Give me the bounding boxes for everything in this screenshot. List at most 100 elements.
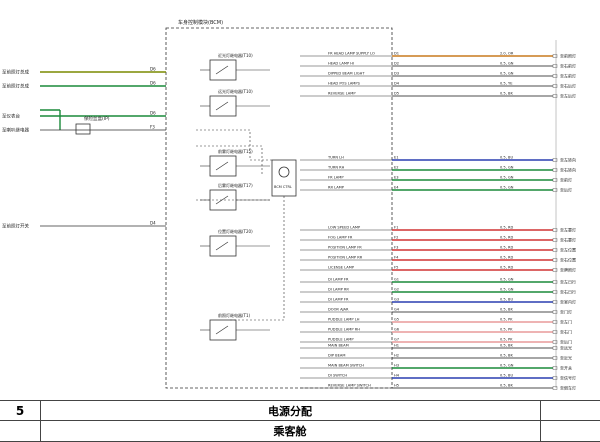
signal-wire: 0.5, GN xyxy=(500,72,514,76)
signal-dest: 至右位置 xyxy=(560,257,576,263)
signal-wire: 0.5, BK xyxy=(500,92,513,96)
signal-pin: E1 xyxy=(394,156,399,160)
signal-pin: F5 xyxy=(394,266,398,270)
signal-pin: F4 xyxy=(394,256,399,260)
signal-pin: D1 xyxy=(394,52,399,56)
signal-name: LOW SPEED LAMP xyxy=(328,226,361,230)
signal-wire: 0.5, GN xyxy=(500,288,514,292)
signal-pin: G4 xyxy=(394,308,400,312)
signal-pin: G3 xyxy=(394,298,399,302)
signal-wire: 0.5, BU xyxy=(500,156,513,160)
signal-pin: H5 xyxy=(394,384,399,388)
signal-name: DOOR AJAR xyxy=(328,308,349,312)
left-item-label: 至前照灯总成 xyxy=(2,69,29,76)
signal-pin: E3 xyxy=(394,176,399,180)
center-controller: BCM CTRL xyxy=(271,159,297,197)
signal-wire: 0.5, RD xyxy=(500,256,513,260)
relay-label: 位置灯继电器(T20) xyxy=(218,228,253,234)
signal-pin: D5 xyxy=(394,92,399,96)
internal-bus xyxy=(196,129,285,321)
signal-wire: 0.5, GN xyxy=(500,186,514,190)
signal-pin: F2 xyxy=(394,236,398,240)
signal-name: DIPPED BEAM LIGHT xyxy=(328,72,365,76)
left-item-label: 至前照灯开关 xyxy=(2,223,29,230)
signal-row: RR LAMP E4 0.5, GN 至后灯 xyxy=(300,186,572,193)
signal-dest: 至信号灯 xyxy=(560,375,576,381)
signal-wire: 0.5, BU xyxy=(500,298,513,302)
page-number: 5 xyxy=(0,401,41,421)
signal-name: POSITION LAMP FR xyxy=(328,246,362,250)
signal-dest: 至后灯 xyxy=(560,187,572,193)
center-label: BCM CTRL xyxy=(274,185,292,189)
relay-label: 前雾灯继电器(T15) xyxy=(218,148,253,154)
left-item-label: 至仪表台 xyxy=(2,113,20,120)
signal-name: REVERSE LAMP SWITCH xyxy=(328,384,371,388)
signal-dest: 至室内灯 xyxy=(560,299,576,305)
relay-label: 远光灯继电器(T10) xyxy=(218,88,253,94)
signal-name: PUDDLE LAMP xyxy=(328,338,354,342)
signal-wire: 0.5, PK xyxy=(500,318,513,322)
relay: 远光灯继电器(T10) xyxy=(200,88,270,117)
fuse-label: 保险丝盒(IP) xyxy=(84,115,110,122)
signal-dest: 至开关 xyxy=(560,365,572,371)
signal-pin: G1 xyxy=(394,278,399,282)
signal-name: DI LAMP FR xyxy=(328,278,349,282)
signal-name: PUDDLE LAMP LH xyxy=(328,318,360,322)
signal-wire: 0.5, BK xyxy=(500,354,513,358)
signal-name: POSITION LAMP RR xyxy=(328,256,363,260)
signal-name: DI LAMP FR xyxy=(328,298,349,302)
section-title: 电源分配 xyxy=(40,401,541,421)
signal-pin: F3 xyxy=(394,246,398,250)
relay-group: 近光灯继电器(T10)远光灯继电器(T10)前雾灯继电器(T15)后雾灯继电器(… xyxy=(200,52,270,341)
relay: 前照灯继电器(T1) xyxy=(200,312,270,341)
signal-dest: 至左雾灯 xyxy=(560,227,576,233)
signal-wire: 0.5, RD xyxy=(500,246,513,250)
signal-dest: 至前灯 xyxy=(560,177,572,183)
signal-name: RR LAMP xyxy=(328,186,345,190)
signal-name: FR LAMP xyxy=(328,176,344,180)
signal-name: HEAD LAMP HI xyxy=(328,62,354,66)
relay: 位置灯继电器(T20) xyxy=(200,228,270,257)
signal-name: TURN LH xyxy=(327,156,344,160)
signal-pin: E4 xyxy=(394,186,399,190)
signal-pin: D2 xyxy=(394,62,399,66)
signal-wire: 0.5, GN xyxy=(500,62,514,66)
page-number-spacer xyxy=(0,421,41,441)
signal-dest: 至门灯 xyxy=(560,309,572,315)
signal-name: TURN RH xyxy=(327,166,345,170)
title-cell-empty xyxy=(540,401,600,421)
subsection-title: 乘客舱 xyxy=(40,421,541,441)
signal-name: DI SWITCH xyxy=(328,374,347,378)
signal-pin: H2 xyxy=(394,354,399,358)
signal-pin: F1 xyxy=(394,226,398,230)
signal-wire: 0.5, GN xyxy=(500,166,514,170)
signal-dest: 至右转向 xyxy=(560,167,576,173)
signal-dest: 至左前灯 xyxy=(560,73,576,79)
signal-wire: 0.5, RD xyxy=(500,266,513,270)
signal-name: DI LAMP RR xyxy=(328,288,349,292)
signal-dest: 至右门 xyxy=(560,329,572,335)
signal-dest: 至左门 xyxy=(560,319,572,325)
title-row-1: 5 电源分配 xyxy=(0,400,600,421)
signal-wire: 0.5, PK xyxy=(500,338,513,342)
signal-dest: 至右雾灯 xyxy=(560,237,576,243)
signal-dest: 至右前灯 xyxy=(560,63,576,69)
signal-dest: 至前照灯 xyxy=(560,53,576,59)
signal-pin: D4 xyxy=(394,82,400,86)
signal-wire: 2.0, OR xyxy=(500,52,514,56)
